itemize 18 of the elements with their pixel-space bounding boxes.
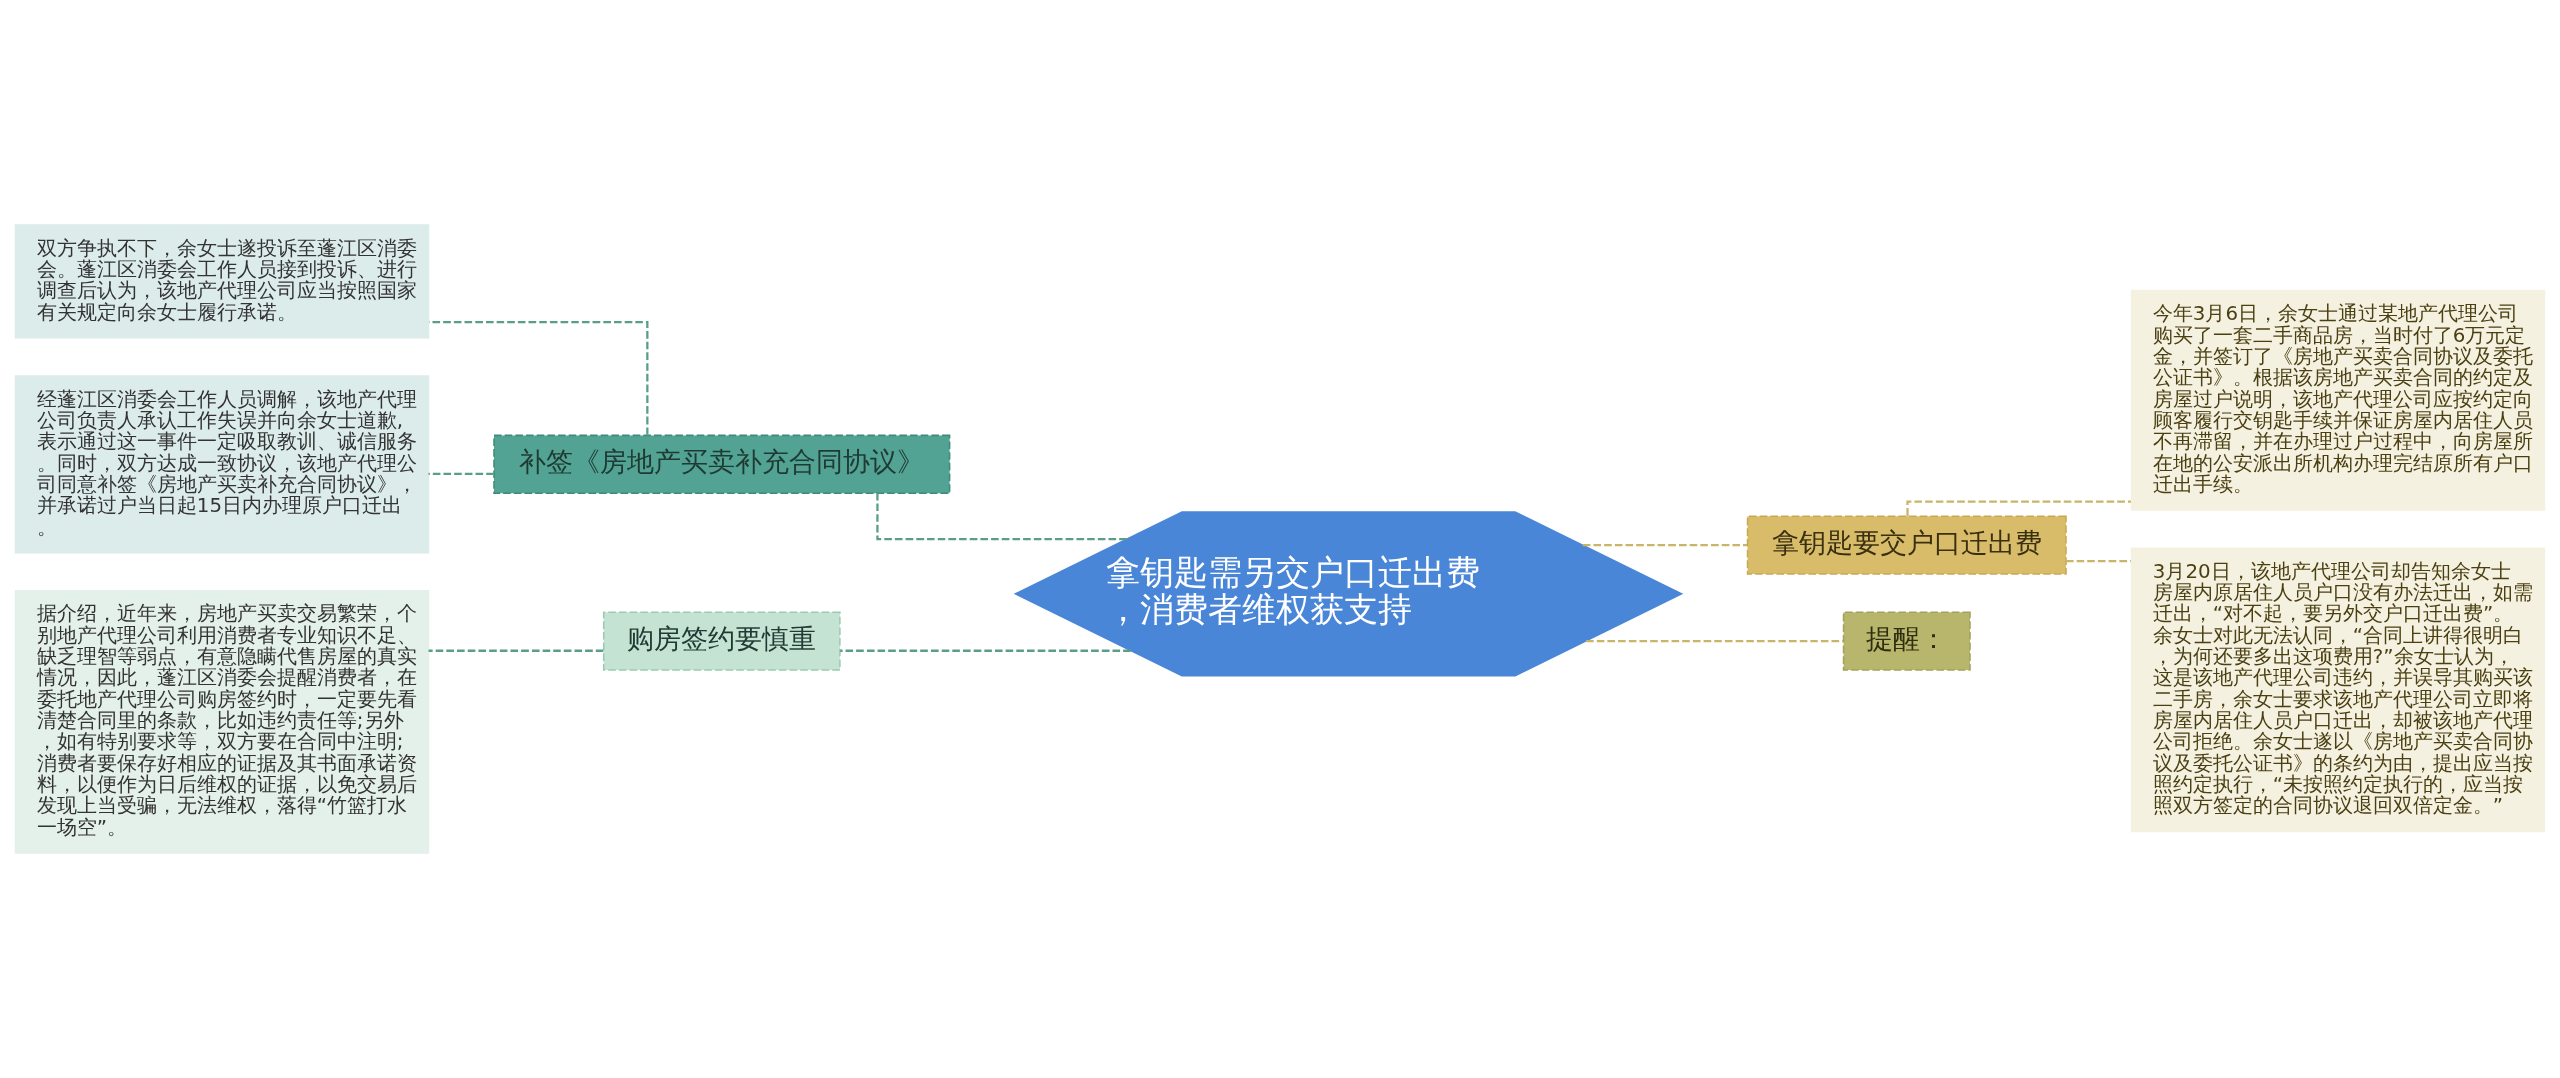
node-box: 拿钥匙要交户口迁出费	[1746, 515, 2067, 575]
connector	[876, 493, 1127, 541]
node-box: 提醒：	[1842, 611, 1971, 671]
node-box: 购房签约要慎重	[602, 611, 841, 671]
node-box: 3月20日，该地产代理公司却告知余女士房屋内原居住人员户口没有办法迁出，如需迁出，“对不起，要另外交户口迁出费”。余女士对此无法认同，“合同上讲得很明白，为何还要多出这项费用?”余女士认为，这是该地产代理公司违约，并误导其购买该二手房，余女士要求该地产代理公司立即将房屋内居住人员户口迁出，却被该地产代理公司拒绝。余女士遂以《房地产买卖合同协议及委托公证书》的条约为由，提出应当按照约定执行，“未按照约定执行的，应当按照双方签定的合同协议退回双倍定金。”	[2130, 547, 2546, 833]
node-box: 双方争执不下，余女士遂投诉至蓬江区消委会。蓬江区消委会工作人员接到投诉、进行调查后认为，该地产代理公司应当按照国家有关规定向余女士履行承诺。	[14, 224, 430, 339]
node-box: 补签《房地产买卖补充合同协议》	[493, 434, 951, 495]
node-box: 今年3月6日，余女士通过某地产代理公司购买了一套二手商品房，当时付了6万元定金，并签订了《房地产买卖合同协议及委托公证书》。根据该房地产买卖合同的约定及房屋过户说明，该地产代理公司应按约定向顾客履行交钥匙手续并保证房屋内居住人员不再滞留，并在办理过户过程中，向房屋所在地的公安派出所机构办理完结原所有户口迁出手续。	[2130, 289, 2546, 511]
connector	[1582, 543, 1748, 547]
connector	[1586, 639, 1843, 643]
node-box: 据介绍，近年来，房地产买卖交易繁荣，个别地产代理公司利用消费者专业知识不足、缺乏理智等弱点，有意隐瞒代售房屋的真实情况，因此，蓬江区消委会提醒消费者，在委托地产代理公司购房签约时，一定要先看清楚合同里的条款，比如违约责任等;另外，如有特别要求等，双方要在合同中注明;消费者要保存好相应的证据及其书面承诺资料，以便作为日后维权的证据，以免交易后发现上当受骗，无法维权，落得“竹篮打水一场空”。	[14, 590, 430, 854]
node-box: 经蓬江区消委会工作人员调解，该地产代理公司负责人承认工作失误并向余女士道歉,表示通过这一事件一定吸取教训、诚信服务。同时，双方达成一致协议，该地产代理公司同意补签《房地产买卖补充合同协议》，并承诺过户当日起15日内办理原户口迁出。	[14, 375, 430, 554]
connector	[428, 649, 604, 652]
connector	[429, 320, 649, 435]
connector	[428, 472, 494, 476]
connector	[1906, 500, 2131, 516]
connector	[840, 649, 1131, 652]
connector	[2066, 559, 2131, 563]
